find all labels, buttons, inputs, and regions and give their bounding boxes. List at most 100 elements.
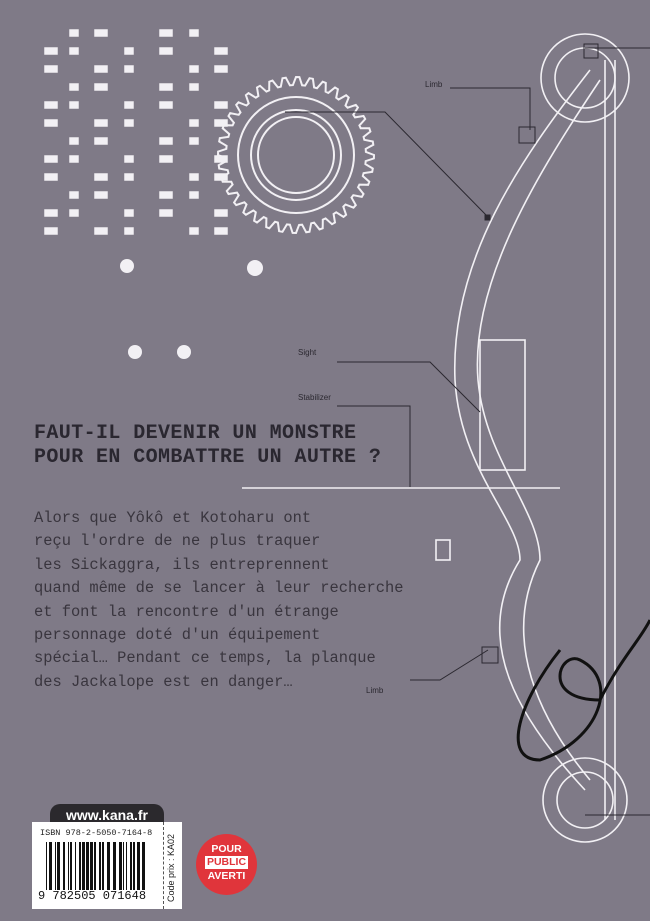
synopsis-line: reçu l'ordre de ne plus traquer (34, 530, 403, 553)
circuit-pad (125, 102, 133, 108)
circuit-pad (125, 120, 133, 126)
gear-icon (218, 77, 374, 233)
synopsis: Alors que Yôkô et Kotoharu ont reçu l'or… (34, 507, 403, 694)
synopsis-line: et font la rencontre d'un étrange (34, 601, 403, 624)
signature (518, 620, 650, 760)
circuit-pad (70, 48, 78, 54)
barcode-icon (46, 842, 146, 890)
price-code: Code prix : KA02 (163, 822, 182, 909)
tagline: FAUT-IL DEVENIR UN MONSTRE POUR EN COMBA… (34, 422, 381, 470)
tagline-line: POUR EN COMBATTRE UN AUTRE ? (34, 446, 381, 470)
barcode-bar (57, 842, 60, 890)
barcode-bar (70, 842, 72, 890)
barcode-bar (137, 842, 140, 890)
circuit-pad (45, 48, 57, 54)
circuit-pad (45, 174, 57, 180)
circuit-pad (160, 192, 172, 198)
synopsis-line: personnage doté d'un équipement (34, 624, 403, 647)
circuit-pad (190, 192, 198, 198)
circuit-pad (45, 210, 57, 216)
circuit-pad (70, 30, 78, 36)
rating-badge: POUR PUBLIC AVERTI (196, 834, 257, 895)
circuit-pad (190, 174, 198, 180)
barcode-bar (46, 842, 47, 890)
ean-number: 9 782505 071648 (38, 889, 146, 903)
circuit-pad (215, 66, 227, 72)
barcode-bar (68, 842, 69, 890)
barcode-bar (130, 842, 132, 890)
circuit-pad (190, 66, 198, 72)
circuit-pattern (45, 30, 227, 234)
barcode-bar (113, 842, 116, 890)
rating-badge-line: AVERTI (196, 870, 257, 882)
synopsis-line: quand même de se lancer à leur recherche (34, 577, 403, 600)
circuit-pad (95, 120, 107, 126)
barcode-bar (126, 842, 127, 890)
circuit-pad (95, 30, 107, 36)
synopsis-line: des Jackalope est en danger… (34, 671, 403, 694)
circuit-pad (45, 120, 57, 126)
synopsis-line: Alors que Yôkô et Kotoharu ont (34, 507, 403, 530)
barcode-bar (82, 842, 85, 890)
circuit-pad (125, 174, 133, 180)
circuit-pad (45, 102, 57, 108)
barcode-bar (90, 842, 93, 890)
barcode-bar (63, 842, 65, 890)
barcode-bar (99, 842, 101, 890)
price-code-text: Code prix : KA02 (166, 834, 176, 902)
circuit-pad (160, 84, 172, 90)
circuit-pad (160, 102, 172, 108)
circuit-pad (190, 120, 198, 126)
dots (120, 259, 263, 359)
circuit-pad (70, 84, 78, 90)
barcode-bar (94, 842, 96, 890)
circuit-pad (190, 228, 198, 234)
circuit-pad (160, 210, 172, 216)
synopsis-line: les Sickaggra, ils entreprennent (34, 554, 403, 577)
circuit-pad (70, 192, 78, 198)
barcode-bar (123, 842, 124, 890)
barcode-label: ISBN 978-2-5050-7164-8 9 782505 071648 (32, 822, 163, 909)
circuit-pad (125, 228, 133, 234)
circuit-pad (215, 210, 227, 216)
barcode-bar (49, 842, 52, 890)
isbn: ISBN 978-2-5050-7164-8 (40, 828, 152, 838)
circuit-pad (45, 156, 57, 162)
circuit-pad (190, 84, 198, 90)
circuit-pad (190, 138, 198, 144)
annotation-stabilizer: Stabilizer (298, 393, 331, 402)
circuit-pad (95, 84, 107, 90)
circuit-pad (45, 228, 57, 234)
circuit-pad (70, 138, 78, 144)
barcode-bar (107, 842, 110, 890)
circuit-pad (160, 30, 172, 36)
circuit-pad (95, 138, 107, 144)
circuit-pad (70, 102, 78, 108)
circuit-pad (160, 48, 172, 54)
annotation-limb-top: Limb (425, 80, 442, 89)
circuit-pad (70, 210, 78, 216)
circuit-pad (95, 66, 107, 72)
circuit-pad (215, 48, 227, 54)
circuit-pad (125, 210, 133, 216)
synopsis-line: spécial… Pendant ce temps, la planque (34, 647, 403, 670)
barcode-bar (55, 842, 56, 890)
barcode-bar (86, 842, 89, 890)
circuit-pad (160, 138, 172, 144)
circuit-pad (95, 192, 107, 198)
circuit-pad (215, 228, 227, 234)
barcode-bar (75, 842, 76, 890)
barcode-bar (79, 842, 81, 890)
annotation-sight: Sight (298, 348, 316, 357)
circuit-pad (125, 48, 133, 54)
circuit-pad (215, 102, 227, 108)
circuit-pad (95, 228, 107, 234)
circuit-pad (125, 156, 133, 162)
circuit-pad (45, 66, 57, 72)
circuit-pad (95, 174, 107, 180)
tagline-line: FAUT-IL DEVENIR UN MONSTRE (34, 422, 381, 446)
barcode-bar (102, 842, 104, 890)
circuit-pad (160, 156, 172, 162)
circuit-pad (125, 66, 133, 72)
circuit-pad (70, 156, 78, 162)
